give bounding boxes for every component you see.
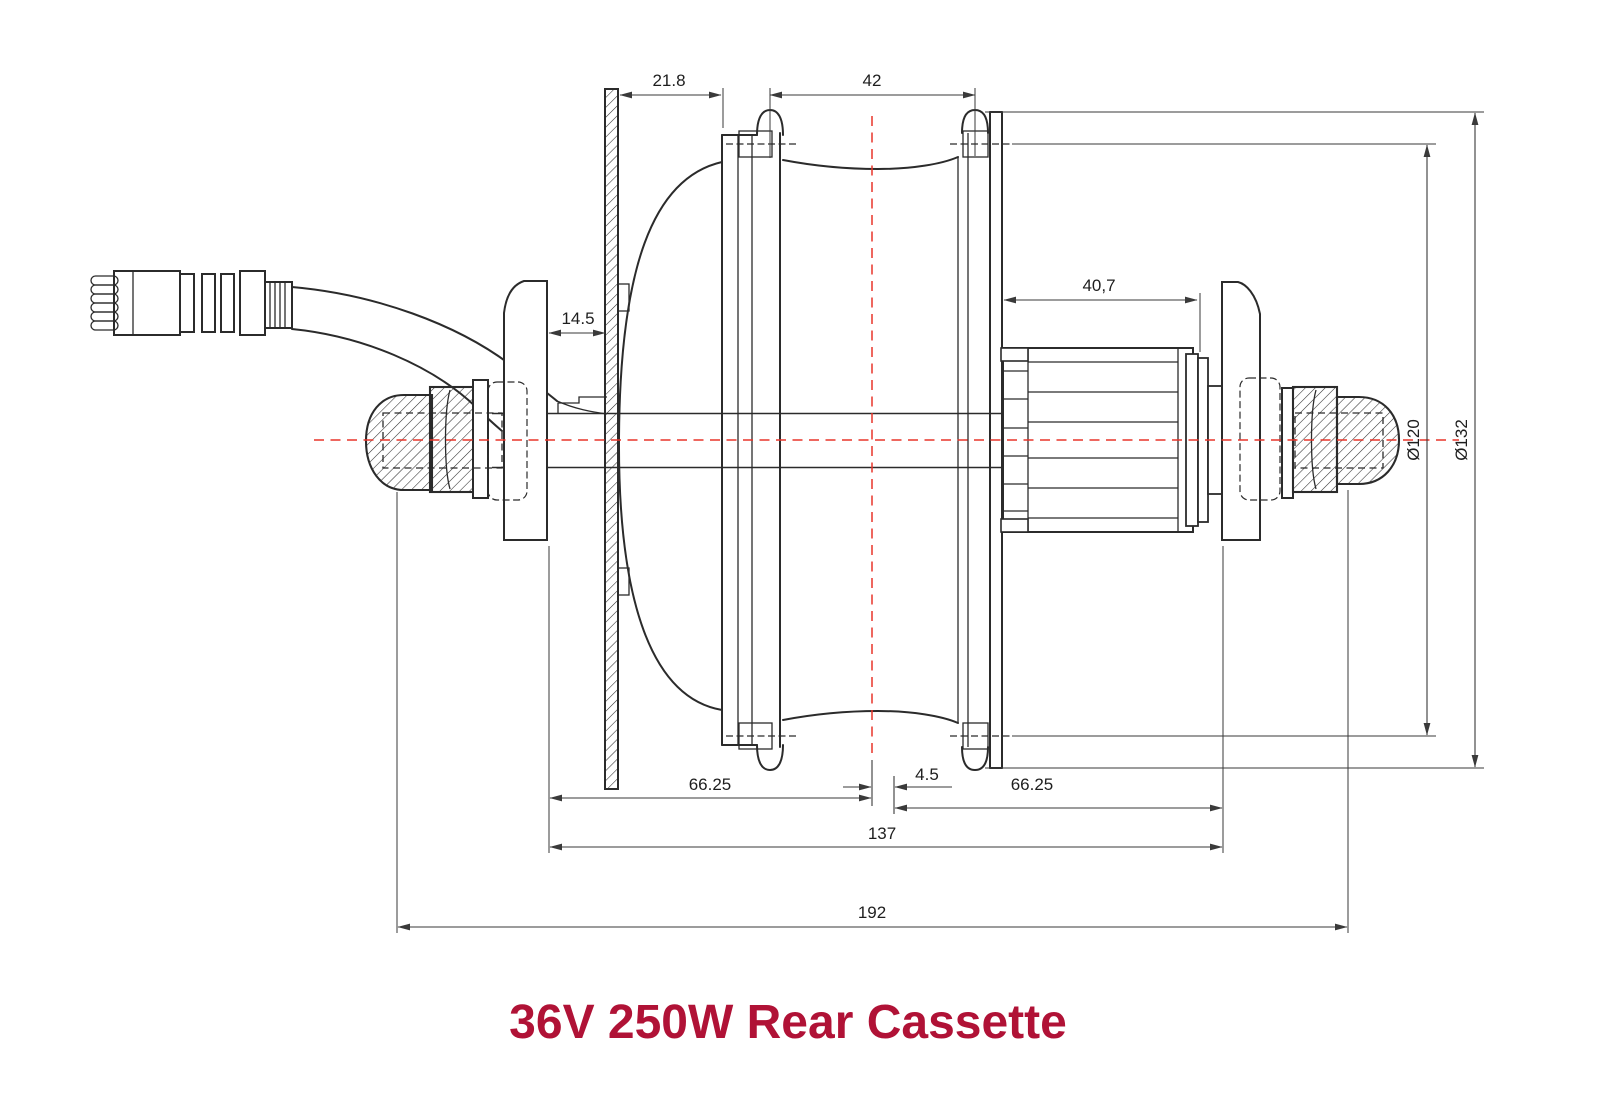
dim-label-137: 137	[868, 824, 896, 843]
dim-label-21-8: 21.8	[652, 71, 685, 90]
strain-relief	[264, 281, 293, 329]
left-washer	[472, 379, 489, 499]
lockring-tab	[1000, 518, 1029, 533]
dim-label-40-7: 40,7	[1082, 276, 1115, 295]
dim-label-d120: Ø120	[1404, 419, 1423, 461]
dim-spoke-hole-circle: Ø120	[950, 143, 1436, 737]
right-dropout-plate	[1221, 281, 1261, 541]
left-axle-assembly	[364, 280, 548, 541]
left-hidden-axle-end	[382, 412, 503, 469]
dim-center-offset: 4.5	[843, 760, 952, 814]
motor-side-cover-dome	[617, 161, 723, 711]
left-hidden-washer	[487, 381, 528, 501]
right-washer	[1281, 387, 1294, 499]
left-dome-nut	[364, 393, 434, 492]
right-hidden-washer	[1239, 377, 1281, 501]
right-flange-lug-bottom	[961, 746, 989, 772]
connector-collar	[239, 270, 266, 336]
connector-ring	[179, 273, 195, 333]
dim-left-center-width: 66.25	[548, 546, 872, 853]
dim-flange-outer-diameter: Ø132	[985, 111, 1484, 769]
dim-flange-spacing: 42	[769, 71, 976, 158]
brake-rotor	[604, 88, 630, 790]
dim-right-center-width: 66.25	[894, 546, 1224, 853]
connector-ring	[220, 273, 235, 333]
drawing-title: 36V 250W Rear Cassette	[509, 996, 1067, 1049]
right-axle-assembly	[1221, 281, 1401, 541]
dim-label-14-5: 14.5	[561, 309, 594, 328]
rotor-tab	[617, 283, 630, 312]
dim-axle-length: 192	[396, 490, 1349, 933]
left-dropout-plate	[503, 280, 548, 541]
dim-label-192: 192	[858, 903, 886, 922]
dim-label-66-25-right: 66.25	[1011, 775, 1054, 794]
cable-axle-entry	[557, 396, 607, 414]
connector-pin	[90, 320, 119, 331]
shell-barrel-bottom	[782, 709, 959, 724]
dim-label-66-25-left: 66.25	[689, 775, 732, 794]
dim-over-locknut-width: 137	[549, 824, 1223, 851]
connector-ring	[201, 273, 216, 333]
dim-label-d132: Ø132	[1452, 419, 1471, 461]
lockring-tab	[1000, 347, 1029, 362]
dim-freehub-width: 40,7	[1003, 276, 1201, 352]
dim-dropout-to-disc: 14.5	[548, 309, 606, 337]
dimensions: 21.8 42 14.5 40,7 4.5	[396, 71, 1484, 933]
left-flange-lug-bottom	[756, 744, 784, 772]
shell-barrel-top	[782, 156, 959, 171]
rotor-tab	[617, 567, 630, 596]
dim-disc-to-flange: 21.8	[619, 71, 724, 128]
dim-label-42: 42	[863, 71, 882, 90]
centerlines	[314, 116, 1459, 757]
dim-label-4-5: 4.5	[915, 765, 939, 784]
connector-barrel	[113, 270, 181, 336]
